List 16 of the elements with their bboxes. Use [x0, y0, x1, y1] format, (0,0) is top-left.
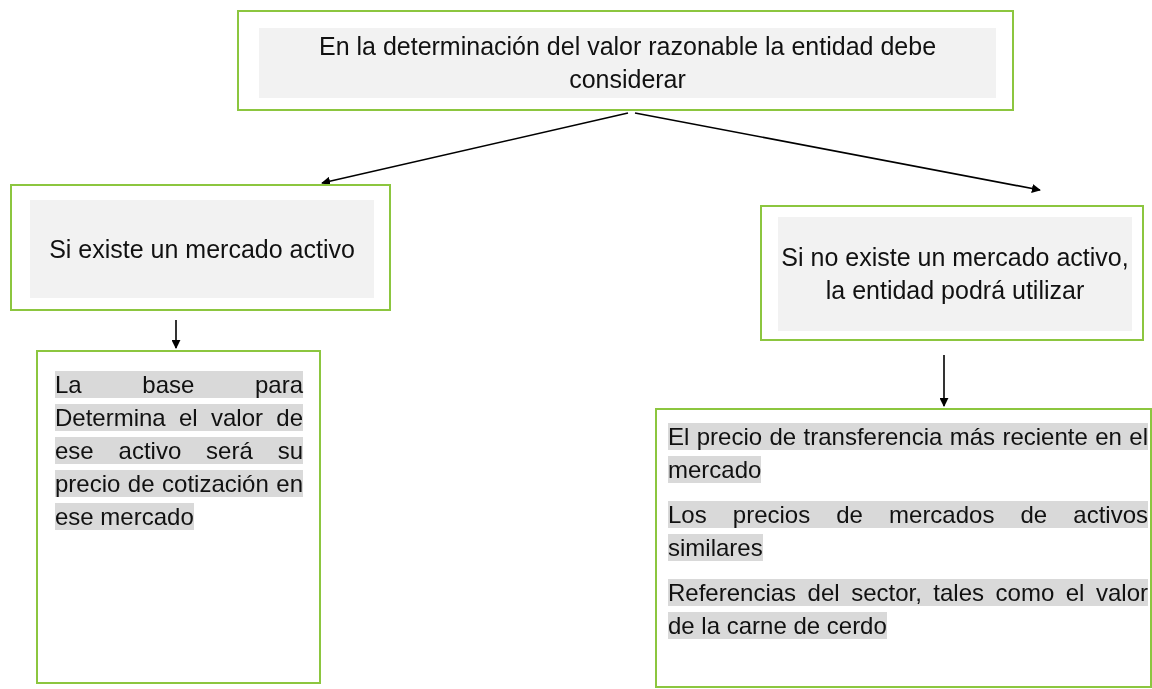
arrow: [171, 319, 181, 349]
box-text: En la determinación del valor razonable la entidad debe considerar: [317, 31, 938, 95]
arrow: [321, 112, 629, 186]
process-box: [237, 10, 1014, 111]
content-box: [36, 350, 321, 684]
box-text: Si no existe un mercado activo, la entidad podrá utilizar: [780, 242, 1130, 306]
box-text: El precio de transferencia más reciente en el mercado: [668, 422, 1148, 485]
box-text: Referencias del sector, tales como el valor de la carne de cerdo: [668, 578, 1148, 641]
content-box: [655, 408, 1152, 688]
box-text: La base para Determina el valor de ese activo será su precio de cotización en ese mercado: [55, 370, 303, 532]
arrow: [634, 112, 1041, 193]
box-text: Los precios de mercados de activos similares: [668, 500, 1148, 563]
arrow: [939, 354, 949, 407]
process-box: [760, 205, 1144, 341]
box-text: Si existe un mercado activo: [49, 233, 355, 265]
process-box: [10, 184, 391, 311]
